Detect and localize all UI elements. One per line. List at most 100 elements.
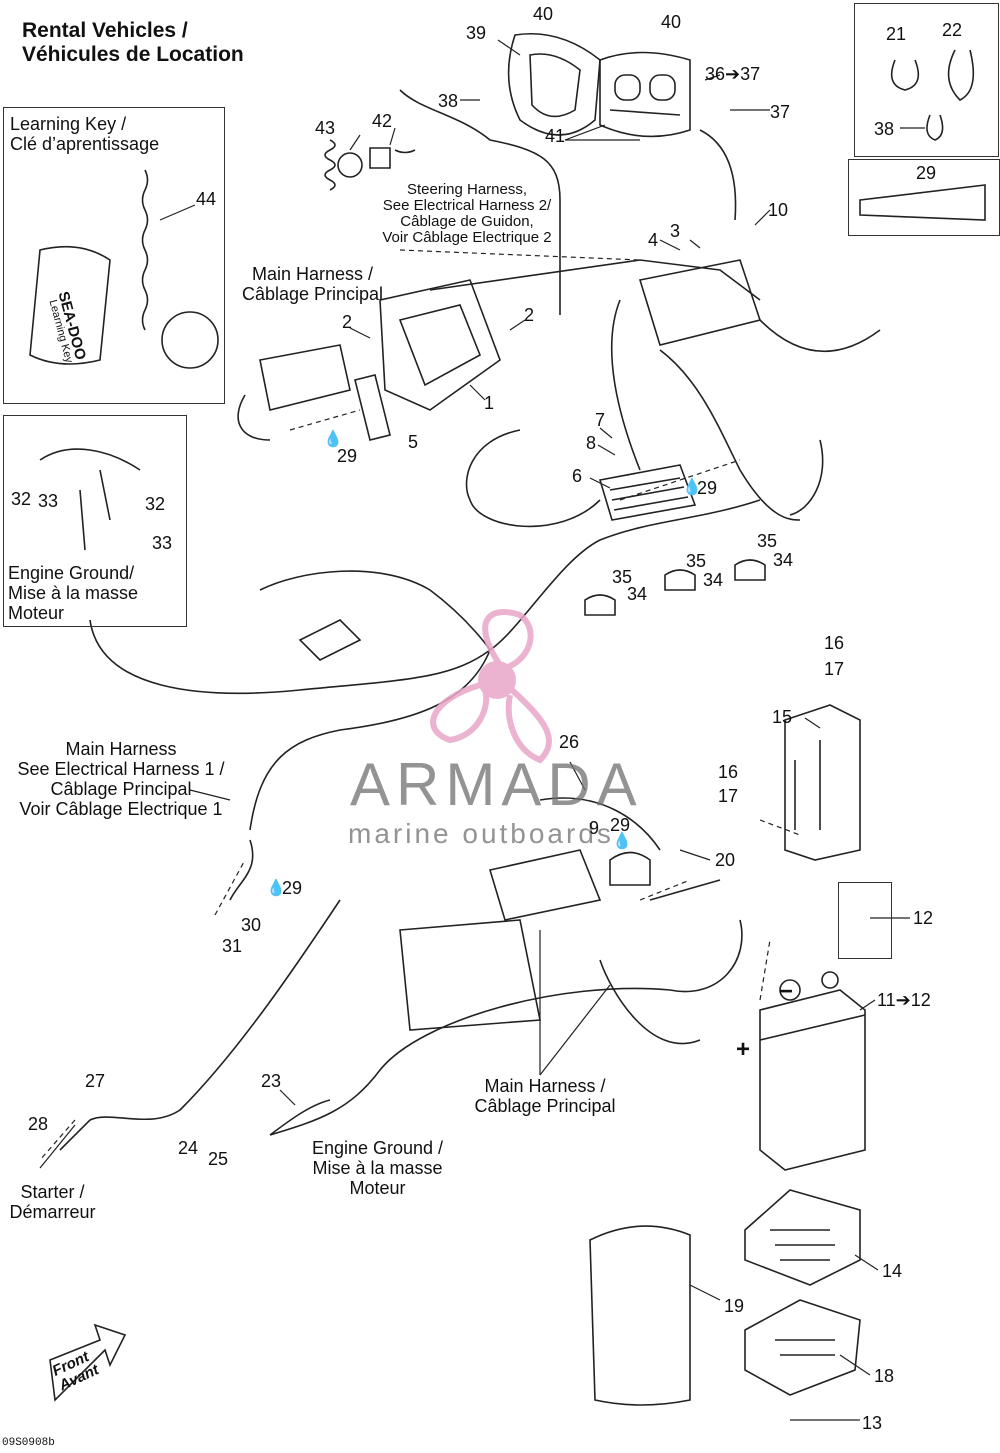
part-number-33b: 33: [152, 533, 173, 553]
part-number-40a: 40: [533, 4, 554, 24]
part-number-30: 30: [241, 915, 262, 935]
cluster-36: [599, 51, 691, 138]
part-number-17a: 17: [824, 659, 845, 679]
battery-minus-sign: −: [779, 978, 794, 1005]
main-harness-left-callout: Main Harness See Electrical Harness 1 / …: [2, 739, 240, 819]
clamp-34b: [664, 569, 696, 591]
learning-key-line-1: Learning Key /: [10, 114, 127, 134]
part-number-36-37: 36➔37: [705, 64, 761, 84]
part-number-26: 26: [559, 732, 580, 752]
part-number-17b: 17: [718, 786, 739, 806]
part-number-31: 31: [222, 936, 243, 956]
inset-clamps: [854, 3, 999, 157]
battery-11: [759, 989, 866, 1171]
part-number-29c: 29: [610, 815, 631, 835]
grease-drop-icon: 💧: [612, 833, 632, 850]
part-number-19: 19: [724, 1296, 745, 1316]
part-number-42: 42: [372, 111, 393, 131]
part-number-10: 10: [768, 200, 789, 220]
clamp-34c: [734, 559, 766, 581]
part-number-29d: 29: [282, 878, 303, 898]
part-number-23: 23: [261, 1071, 282, 1091]
part-number-34c: 34: [773, 550, 794, 570]
part-number-13: 13: [862, 1413, 883, 1433]
inset-engine-ground: [3, 415, 187, 627]
part-number-29a: 29: [337, 446, 358, 466]
part-number-33a: 33: [38, 491, 59, 511]
engine-ground-bottom-line-2: Mise à la masse: [312, 1158, 443, 1178]
part-number-29b: 29: [697, 478, 718, 498]
regulator-6: [598, 464, 697, 521]
page-title: Rental Vehicles / Véhicules de Location: [22, 19, 244, 67]
part-number-34a: 34: [627, 584, 648, 604]
steering-harness-line-1: Steering Harness,: [406, 181, 528, 198]
part-number-29e: 29: [916, 163, 937, 183]
part-number-25: 25: [208, 1149, 229, 1169]
grease-drop-icon: 💧: [323, 431, 343, 448]
title-line-1: Rental Vehicles /: [22, 19, 188, 42]
tray-14: [744, 1189, 861, 1286]
title-line-2: Véhicules de Location: [22, 43, 244, 66]
watermark-tagline: marine outboards: [348, 818, 614, 849]
starter-callout: Starter / Démarreur: [0, 1182, 105, 1222]
watermark-brand: ARMADA: [350, 751, 643, 818]
engine-ground-top-line-2: Mise à la masse: [8, 583, 139, 603]
part-number-20: 20: [715, 850, 736, 870]
part-number-15: 15: [772, 707, 793, 727]
engine-ground-bottom-line-1: Engine Ground /: [311, 1138, 444, 1158]
steering-harness-line-3: Câblage de Guidon,: [400, 213, 534, 230]
engine-ground-top-line-3: Moteur: [8, 603, 65, 623]
bracket-5: [354, 374, 391, 441]
part-number-9: 9: [589, 818, 600, 838]
part-number-38a: 38: [438, 91, 459, 111]
learning-key-line-2: Clé d’aprentissage: [10, 134, 160, 154]
part-number-3: 3: [670, 221, 681, 241]
drawing-code: 09S0908b: [2, 1437, 55, 1449]
part-number-32a: 32: [11, 489, 32, 509]
fusebox-lower: [488, 849, 602, 921]
steering-harness-line-4: Voir Câblage Electrique 2: [382, 229, 552, 246]
part-number-28: 28: [28, 1114, 49, 1134]
steering-harness-line-2: See Electrical Harness 2/: [382, 197, 552, 214]
part-number-16a: 16: [824, 633, 845, 653]
main-harness-bottom-line-1: Main Harness /: [484, 1076, 606, 1096]
main-harness-left-line-1: Main Harness: [65, 739, 177, 759]
inset-fasteners-12: [838, 882, 892, 959]
starter-line-1: Starter /: [20, 1182, 85, 1202]
part-number-27: 27: [85, 1071, 106, 1091]
connector-42: [369, 147, 391, 169]
part-number-41: 41: [545, 126, 566, 146]
key-connector-43: [337, 152, 363, 178]
main-harness-left-line-4: Voir Câblage Electrique 1: [19, 799, 223, 819]
bracket-lower: [399, 919, 541, 1031]
part-number-12: 12: [913, 908, 934, 928]
engine-ground-bottom-line-3: Moteur: [349, 1178, 406, 1198]
grease-tube-29: [859, 184, 986, 221]
part-number-37: 37: [770, 102, 791, 122]
part-number-4: 4: [648, 230, 659, 250]
fusebox-right: [638, 259, 762, 346]
bracket-1: [379, 279, 501, 411]
main-harness-bottom-line-2: Câblage Principal: [474, 1096, 616, 1116]
part-number-44: 44: [196, 189, 217, 209]
part-number-38b: 38: [874, 119, 895, 139]
part-number-6: 6: [572, 466, 583, 486]
part-number-24: 24: [178, 1138, 199, 1158]
engine-ground-bottom-callout: Engine Ground / Mise à la masse Moteur: [300, 1138, 455, 1198]
watermark-propeller: [430, 609, 552, 764]
engine-ground-top-line-1: Engine Ground/: [8, 563, 135, 583]
battery-plus-sign: +: [736, 1036, 751, 1063]
part-number-2b: 2: [524, 305, 535, 325]
clamp-34a: [584, 594, 616, 616]
steering-harness-callout: Steering Harness, See Electrical Harness…: [372, 182, 562, 246]
part-number-43: 43: [315, 118, 336, 138]
part-number-8: 8: [586, 433, 597, 453]
part-number-32b: 32: [145, 494, 166, 514]
part-number-11-12: 11➔12: [877, 990, 931, 1010]
bezel-39: [507, 32, 601, 136]
bracket-15: [784, 704, 861, 861]
grease-drop-icon: 💧: [266, 880, 286, 897]
part-number-40b: 40: [661, 12, 682, 32]
part-number-7: 7: [595, 410, 606, 430]
